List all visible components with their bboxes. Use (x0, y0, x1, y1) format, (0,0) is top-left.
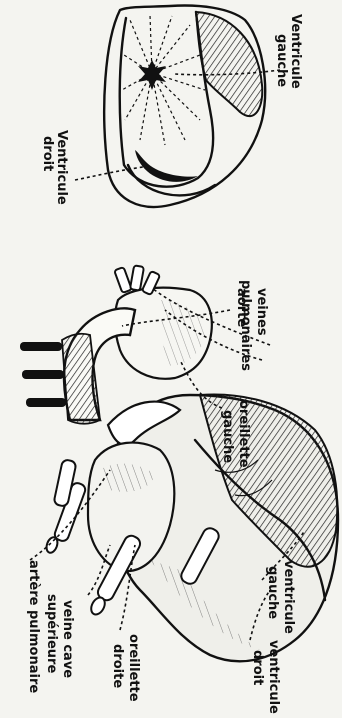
vg-cs-line1: Ventricule (288, 14, 303, 89)
od-line1: oreillette (126, 634, 141, 702)
leader-vd-cs (75, 166, 150, 180)
og-line1: oreillette (236, 400, 251, 468)
label-ventricule-gauche-cs: Ventricule gauche (274, 14, 303, 89)
veine-cave-line2: supérieure (44, 594, 59, 673)
aortic-branches (20, 342, 66, 407)
vd-cs-line2: droit (40, 136, 55, 171)
label-veine-cave: veine cave supérieure (44, 594, 75, 678)
left-ventricle-wall (196, 12, 262, 116)
vg-line1: ventricule (281, 560, 296, 634)
artere-pulmonaire-text: artère pulmonaire (26, 560, 41, 693)
vd-line1: ventricule (266, 640, 281, 714)
veines-line2: pulmonaires (238, 280, 253, 371)
vg-cs-line2: gauche (274, 34, 289, 87)
label-artere-pulmonaire: artère pulmonaire (26, 560, 41, 693)
right-ventricle-crescent-icon (135, 150, 198, 182)
cross-section (104, 6, 265, 207)
og-line2: gauche (220, 410, 235, 463)
left-ventricle-cavity-icon (138, 60, 166, 90)
septum-outline (120, 12, 213, 187)
vd-cs-line1: Ventricule (54, 130, 69, 205)
pulmonary-veins (114, 265, 160, 295)
od-line2: droite (110, 644, 125, 688)
veines-line1: veines (254, 288, 269, 336)
label-oreillette-gauche: oreillette gauche (220, 400, 251, 468)
veine-cave-line1: veine cave (60, 600, 75, 678)
label-ventricule-droit-cs: Ventricule droit (40, 130, 69, 205)
label-oreillette-droite: oreillette droite (110, 634, 141, 702)
label-ventricule-droit: ventricule droit (250, 640, 281, 714)
vd-line2: droit (250, 650, 265, 685)
